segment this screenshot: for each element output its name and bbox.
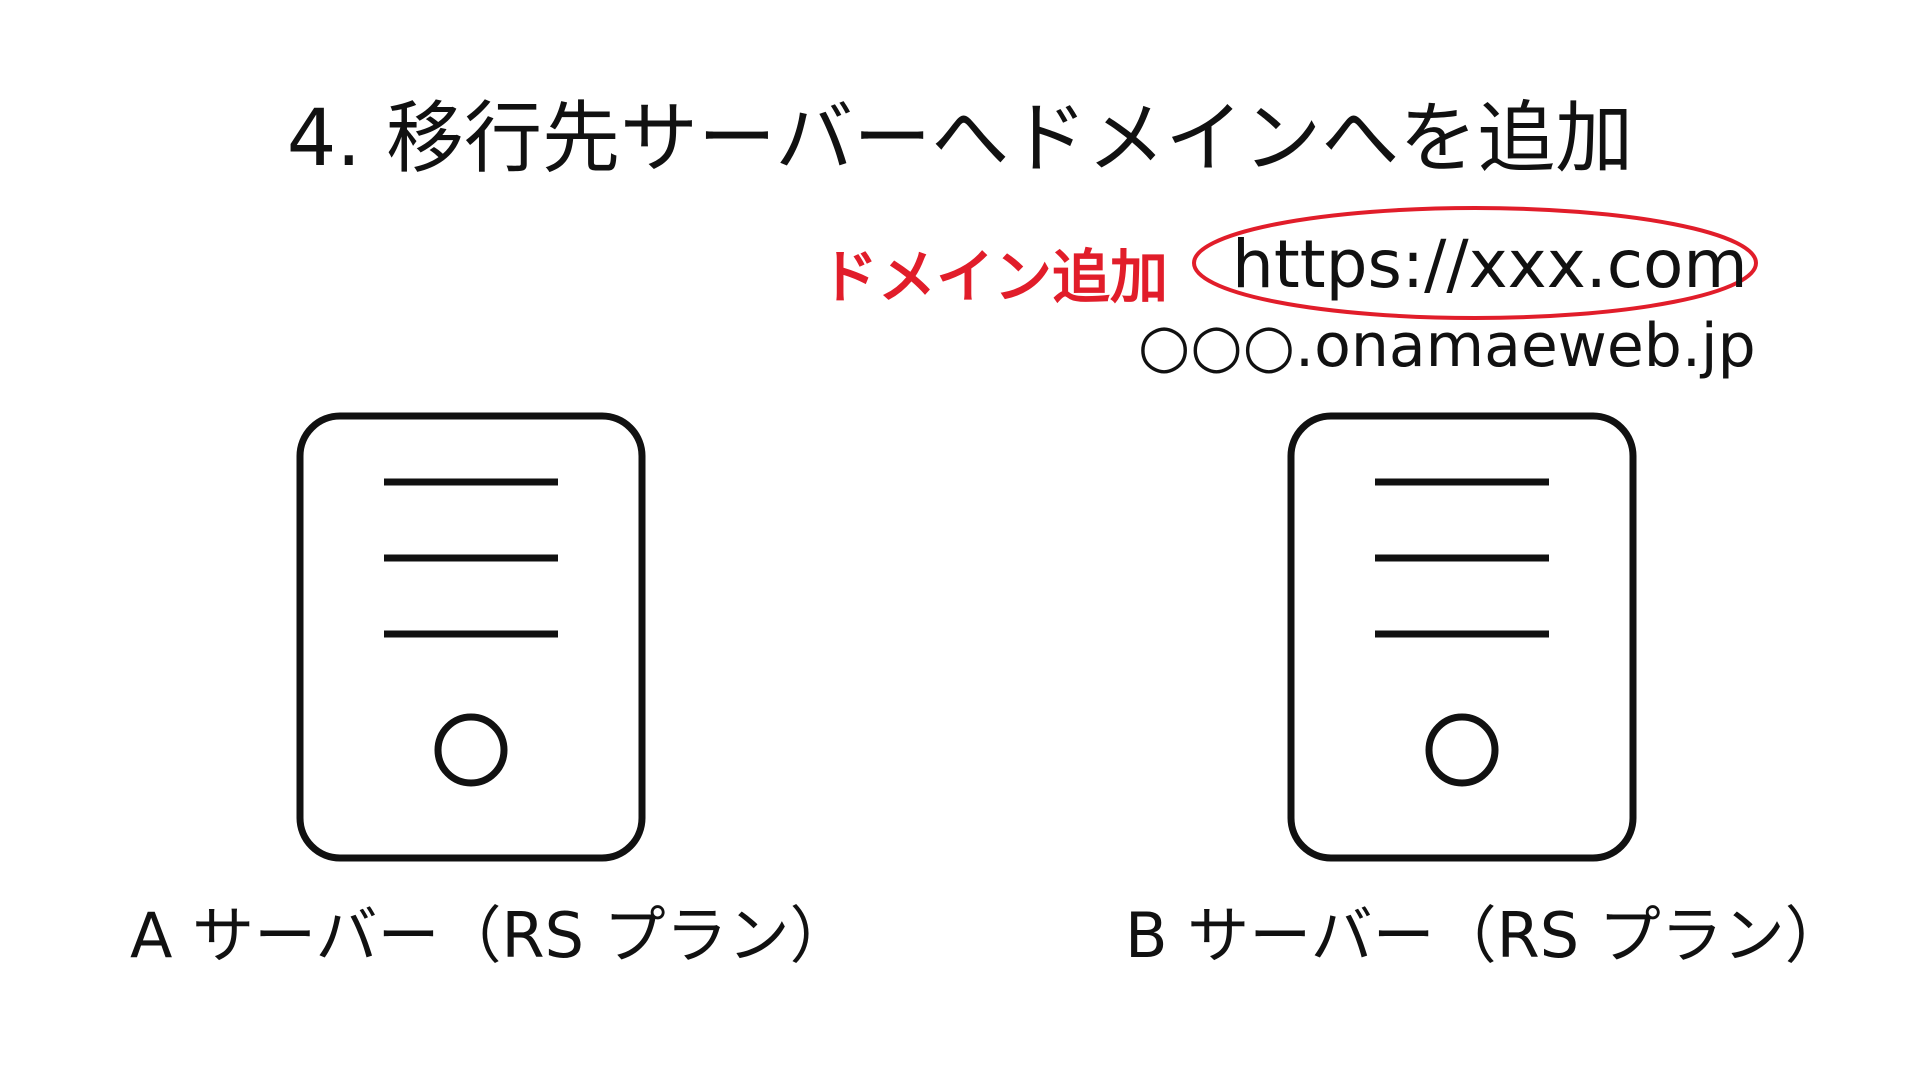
highlight-ellipse: [1192, 206, 1758, 320]
domain-add-label: ドメイン追加: [820, 243, 1169, 311]
server-icon: [1287, 412, 1637, 862]
page-title: 4. 移行先サーバーへドメインへを追加: [286, 94, 1634, 184]
new-domain-url: https://xxx.com: [1232, 226, 1748, 303]
initial-domain: ○○○.onamaeweb.jp: [1138, 311, 1756, 381]
server-icon: [296, 412, 646, 862]
server-b-label: B サーバー（RS プラン）: [1125, 899, 1847, 972]
server-a-label: A サーバー（RS プラン）: [130, 899, 852, 972]
